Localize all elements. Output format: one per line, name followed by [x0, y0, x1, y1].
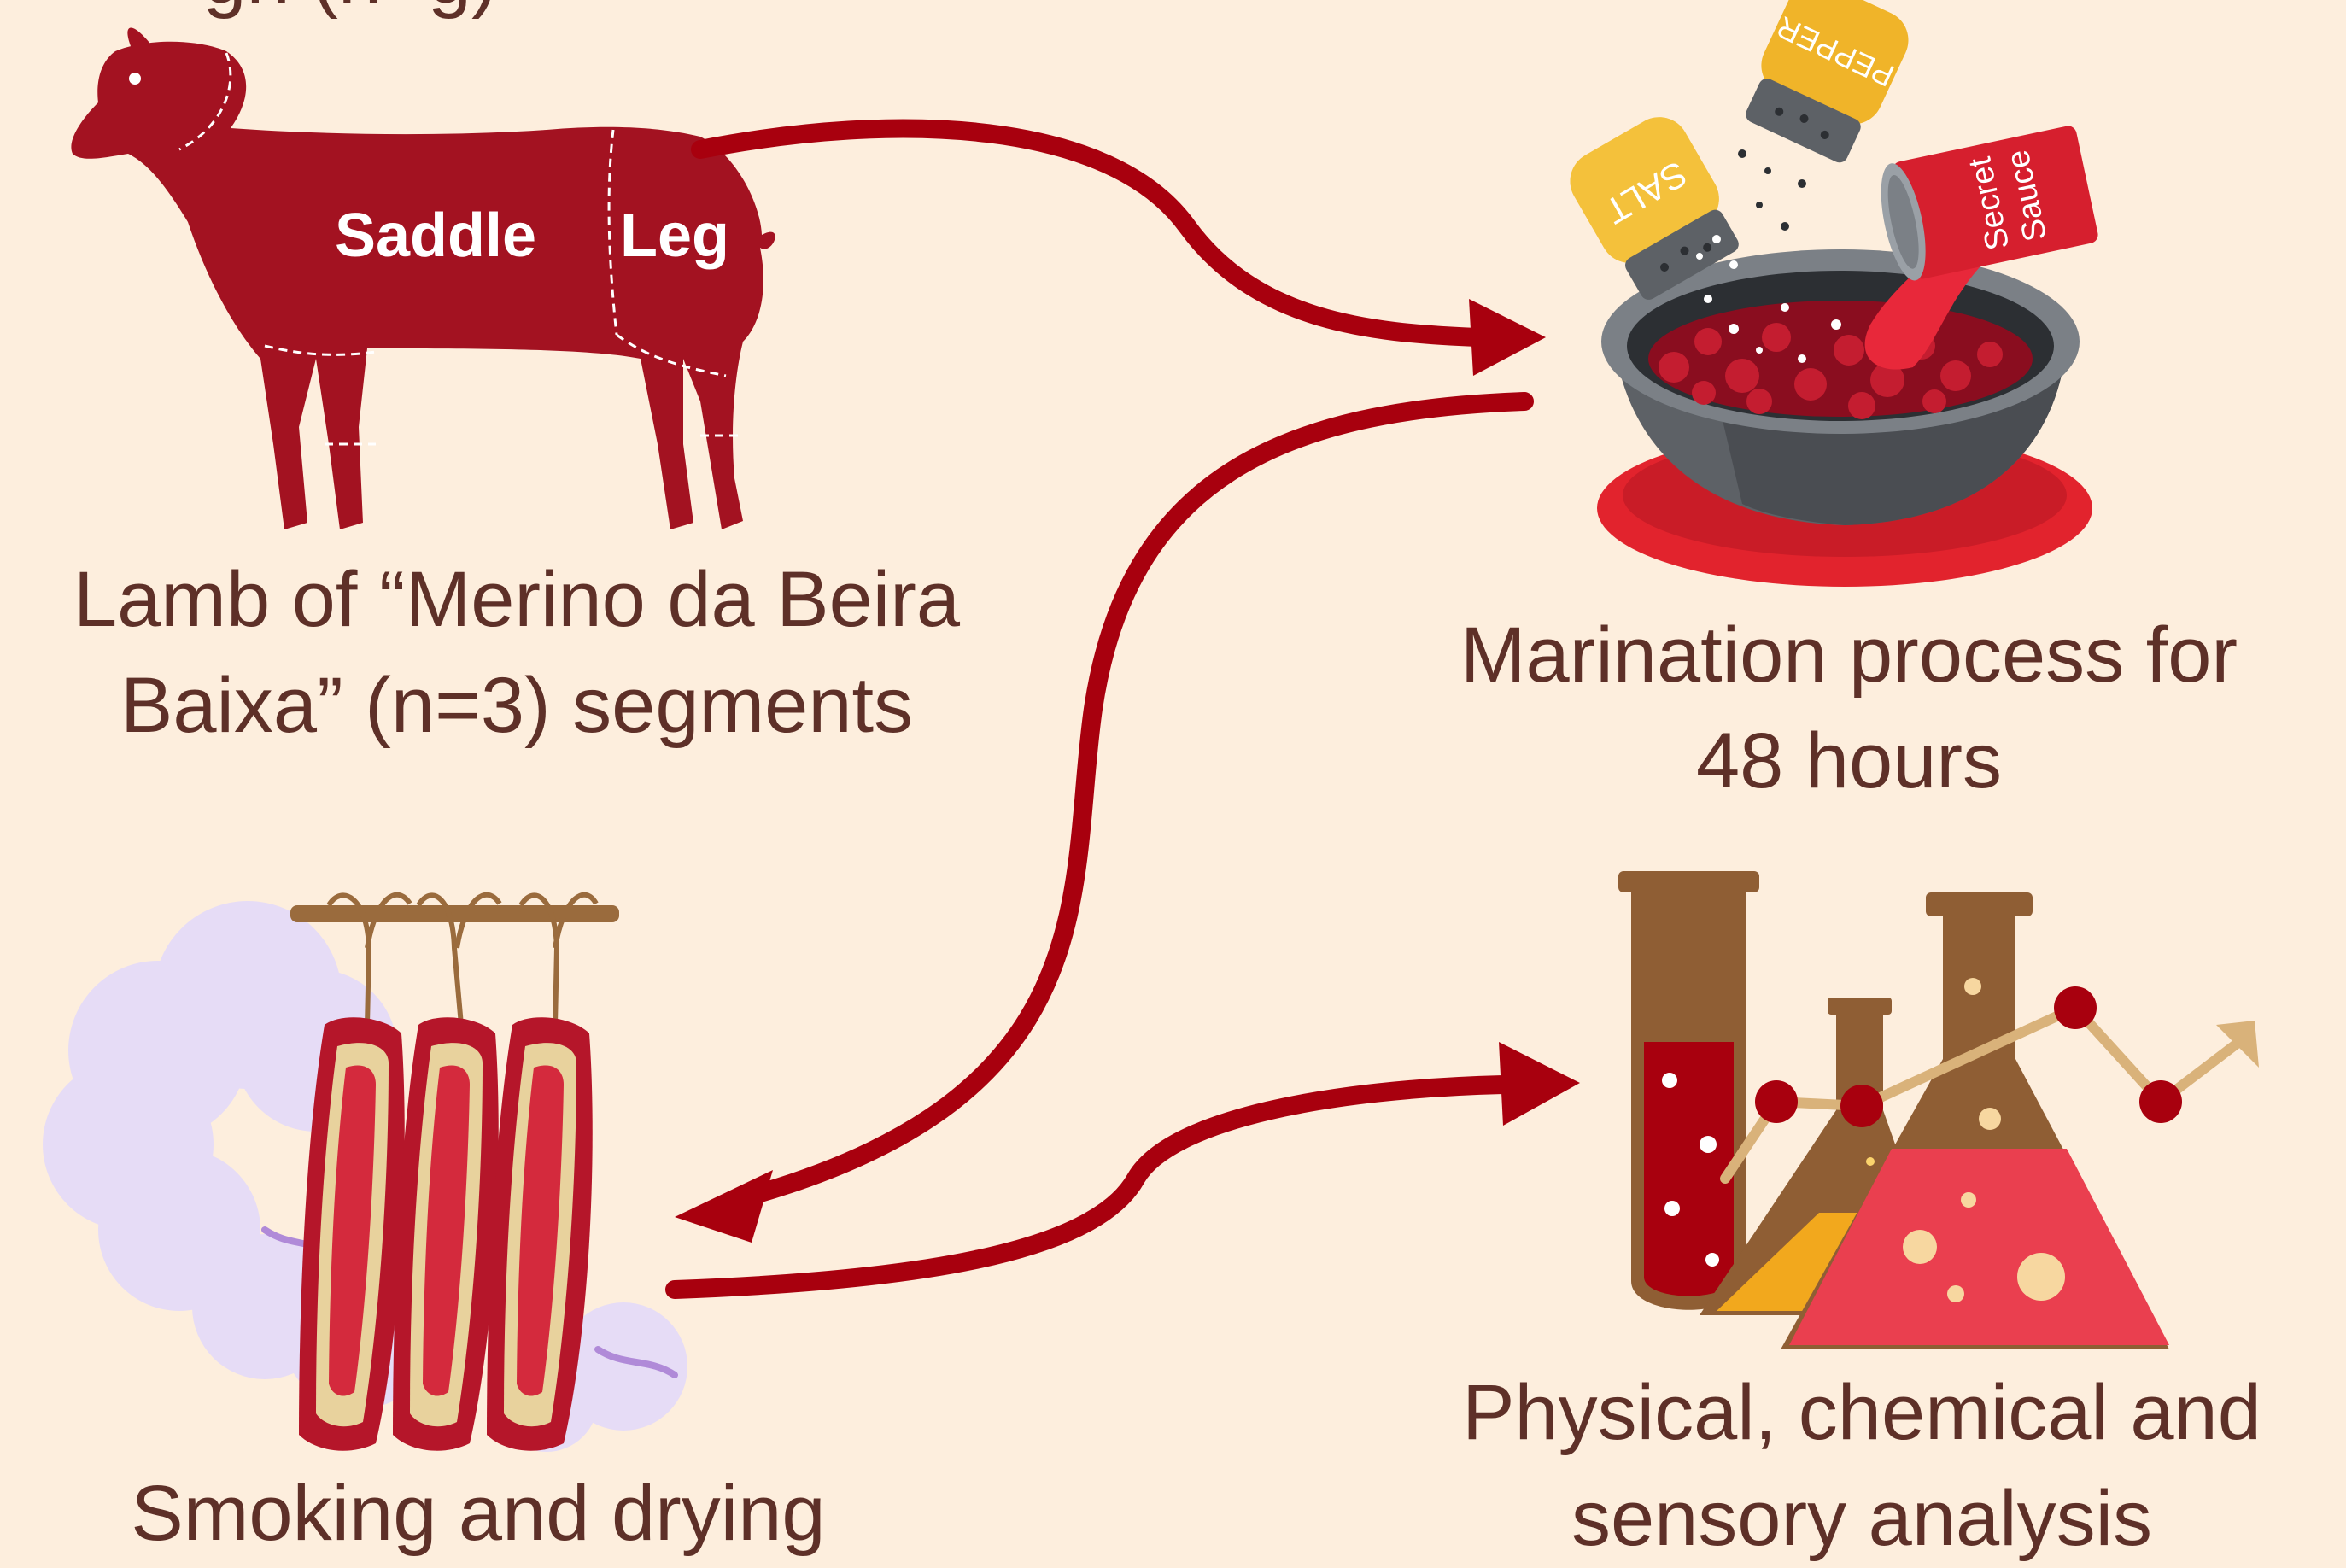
- lamb-caption-line1: Lamb of “Merino da Beira: [0, 547, 1033, 652]
- arrowhead-marination: [1469, 299, 1546, 376]
- saddle-label: Saddle: [335, 202, 536, 270]
- top-partial-line: gh (n=g): [94, 0, 606, 29]
- meat-strip-2: [393, 1017, 499, 1450]
- marination-caption: Marination process for 48 hours: [1358, 602, 2340, 814]
- analysis-caption: Physical, chemical and sensory analysis: [1384, 1360, 2340, 1568]
- lamb-caption: Lamb of “Merino da Beira Baixa” (n=3) se…: [0, 547, 1033, 758]
- lamb-caption-line2: Baixa” (n=3) segments: [0, 652, 1033, 758]
- marinade-bowl-icon: Secret Sauce SALT PEPPER: [1559, 0, 2100, 587]
- analysis-caption-line1: Physical, chemical and: [1384, 1360, 2340, 1466]
- arrowhead-analysis: [1499, 1042, 1580, 1126]
- arrowhead-smoking: [675, 1170, 773, 1243]
- analysis-caption-line2: sensory analysis: [1384, 1466, 2340, 1568]
- sheep-icon: Saddle Leg: [71, 28, 775, 529]
- marination-caption-line2: 48 hours: [1358, 708, 2340, 814]
- top-partial-caption: gh (n=g): [94, 0, 606, 29]
- marination-caption-line1: Marination process for: [1358, 602, 2340, 708]
- arrow-sheep-to-marination: [700, 129, 1477, 337]
- smoking-caption-line1: Smoking and drying: [34, 1460, 922, 1566]
- smoking-meat-icon: [43, 895, 687, 1452]
- smoking-caption: Smoking and drying: [34, 1460, 922, 1566]
- lab-analysis-icon: [1618, 871, 2259, 1349]
- leg-label: Leg: [620, 202, 729, 270]
